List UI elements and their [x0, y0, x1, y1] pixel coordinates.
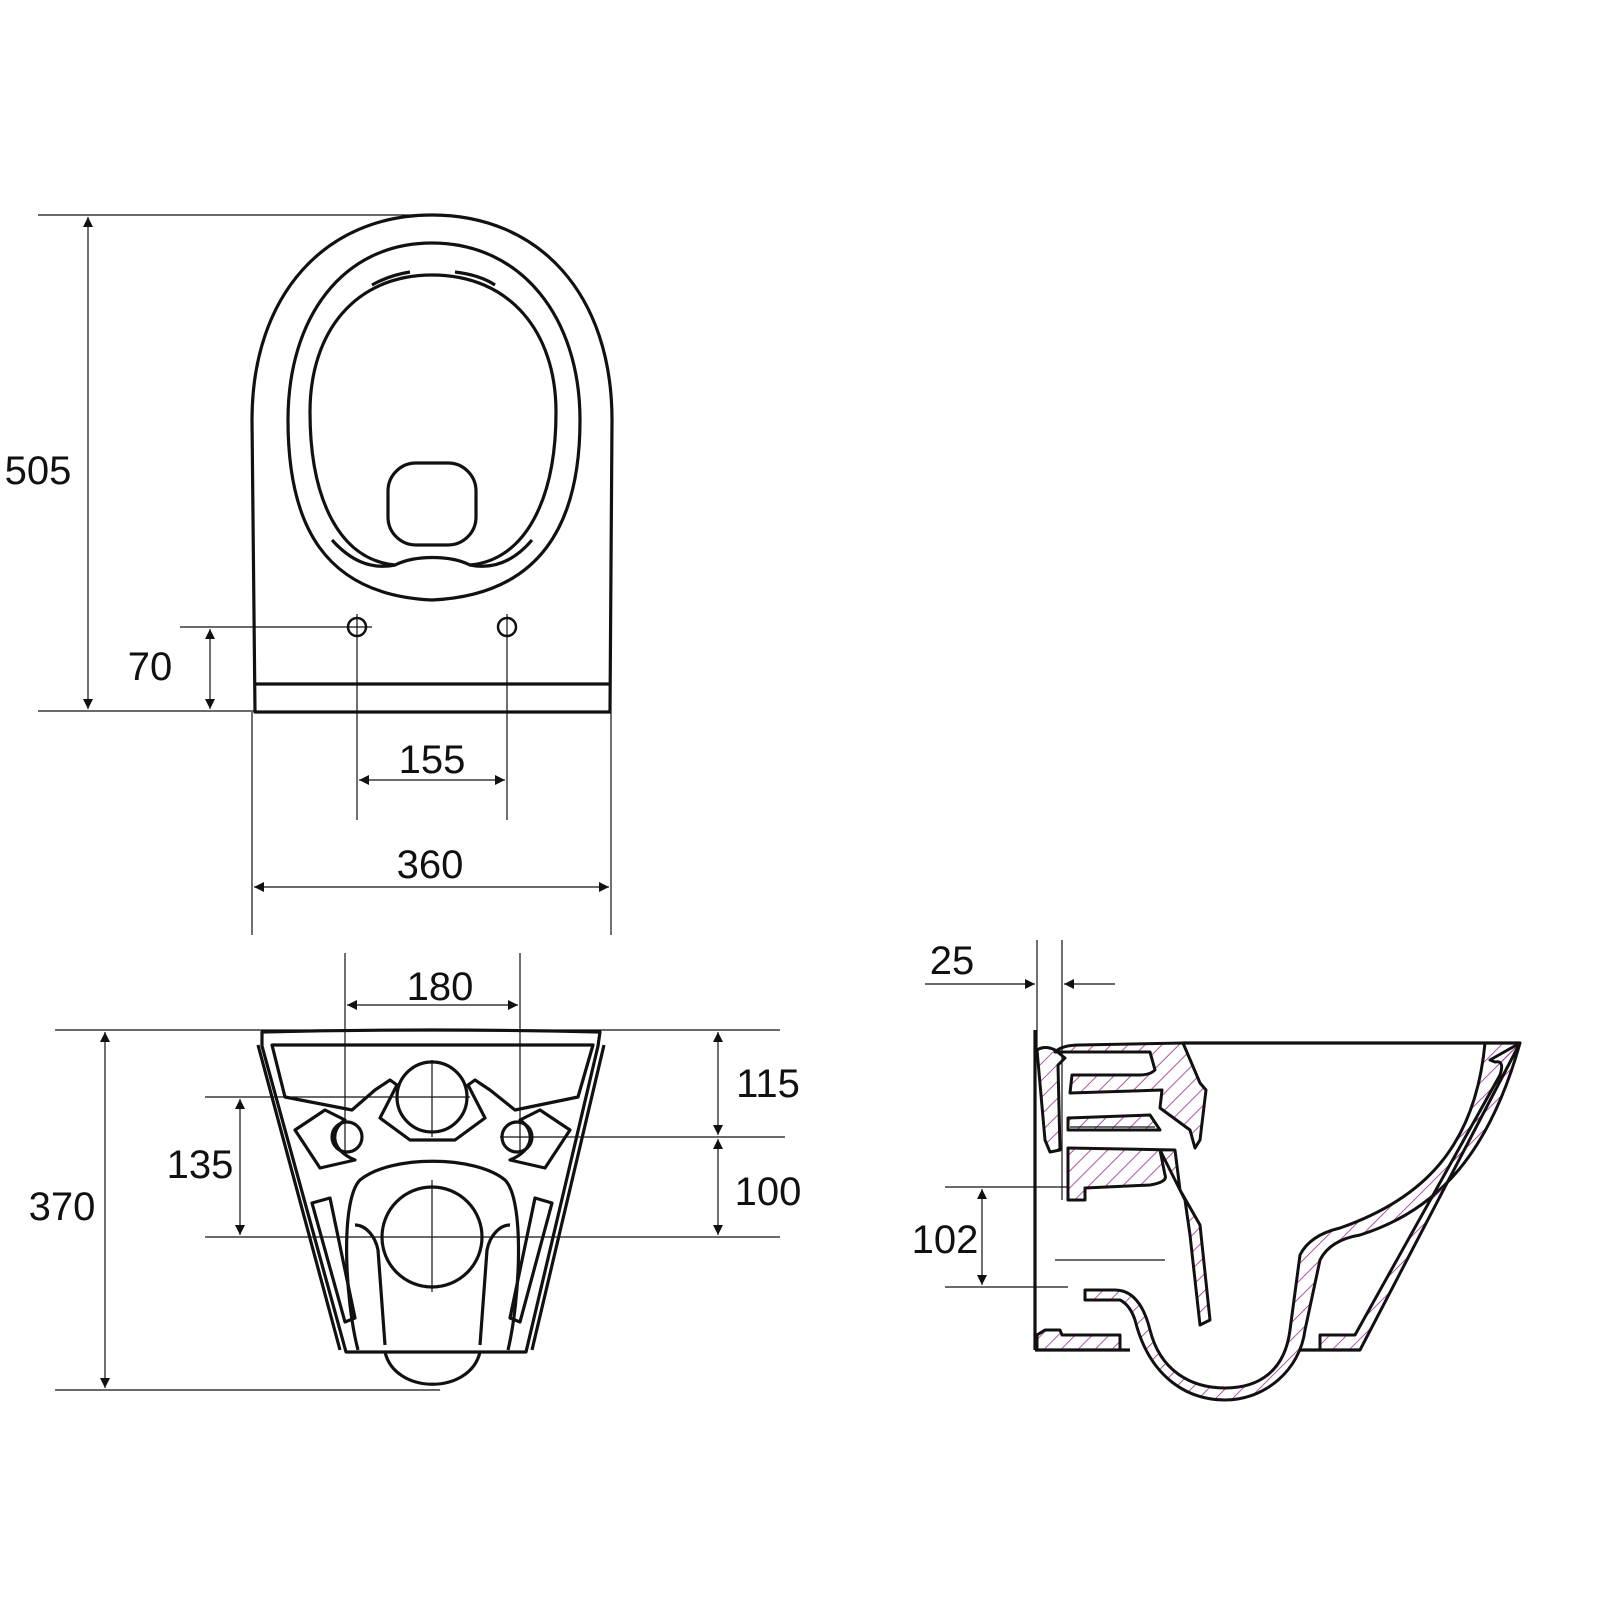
- rim-slot-left: [371, 270, 411, 287]
- dim-label-360: 360: [397, 843, 464, 887]
- dim-label-102: 102: [912, 1218, 979, 1262]
- dim-label-505: 505: [5, 449, 72, 493]
- rear-bump: [383, 1351, 482, 1386]
- dim-label-370: 370: [29, 1185, 96, 1229]
- rear-slots: [310, 1196, 554, 1324]
- dim-label-135: 135: [167, 1143, 234, 1187]
- dim-label-70: 70: [128, 645, 173, 689]
- side-section-view: 25 102: [912, 939, 1522, 1402]
- seat-inner: [308, 273, 558, 567]
- outlet-section: [1066, 1113, 1212, 1327]
- bowl-outline: [250, 213, 614, 714]
- outer-shell-section: [1318, 1041, 1522, 1352]
- dim-label-155: 155: [399, 738, 466, 782]
- rear-edge: [256, 1044, 606, 1351]
- outlet-surround: [345, 1159, 521, 1351]
- dim-label-100: 100: [735, 1170, 802, 1214]
- seat-outer: [286, 241, 582, 602]
- seat-detail: [469, 538, 534, 568]
- rim-slot-right: [454, 270, 496, 287]
- rear-outline: [260, 1028, 602, 1354]
- bolt-left: [330, 1120, 364, 1154]
- trap-section: [1083, 1041, 1522, 1402]
- outlet-opening: [386, 461, 478, 547]
- flange-section: [1035, 1046, 1067, 1154]
- outlet-ribs: [354, 1223, 511, 1346]
- seat-detail: [330, 538, 396, 568]
- foot-section: [1035, 1328, 1122, 1352]
- dim-label-25: 25: [930, 939, 975, 983]
- rear-view: 180 370 115 100 135: [29, 953, 802, 1391]
- inlet-section: [1053, 1041, 1208, 1150]
- dim-label-180: 180: [407, 965, 474, 1009]
- top-view: 505 70 155 360: [5, 213, 614, 935]
- dim-label-115: 115: [736, 1062, 800, 1106]
